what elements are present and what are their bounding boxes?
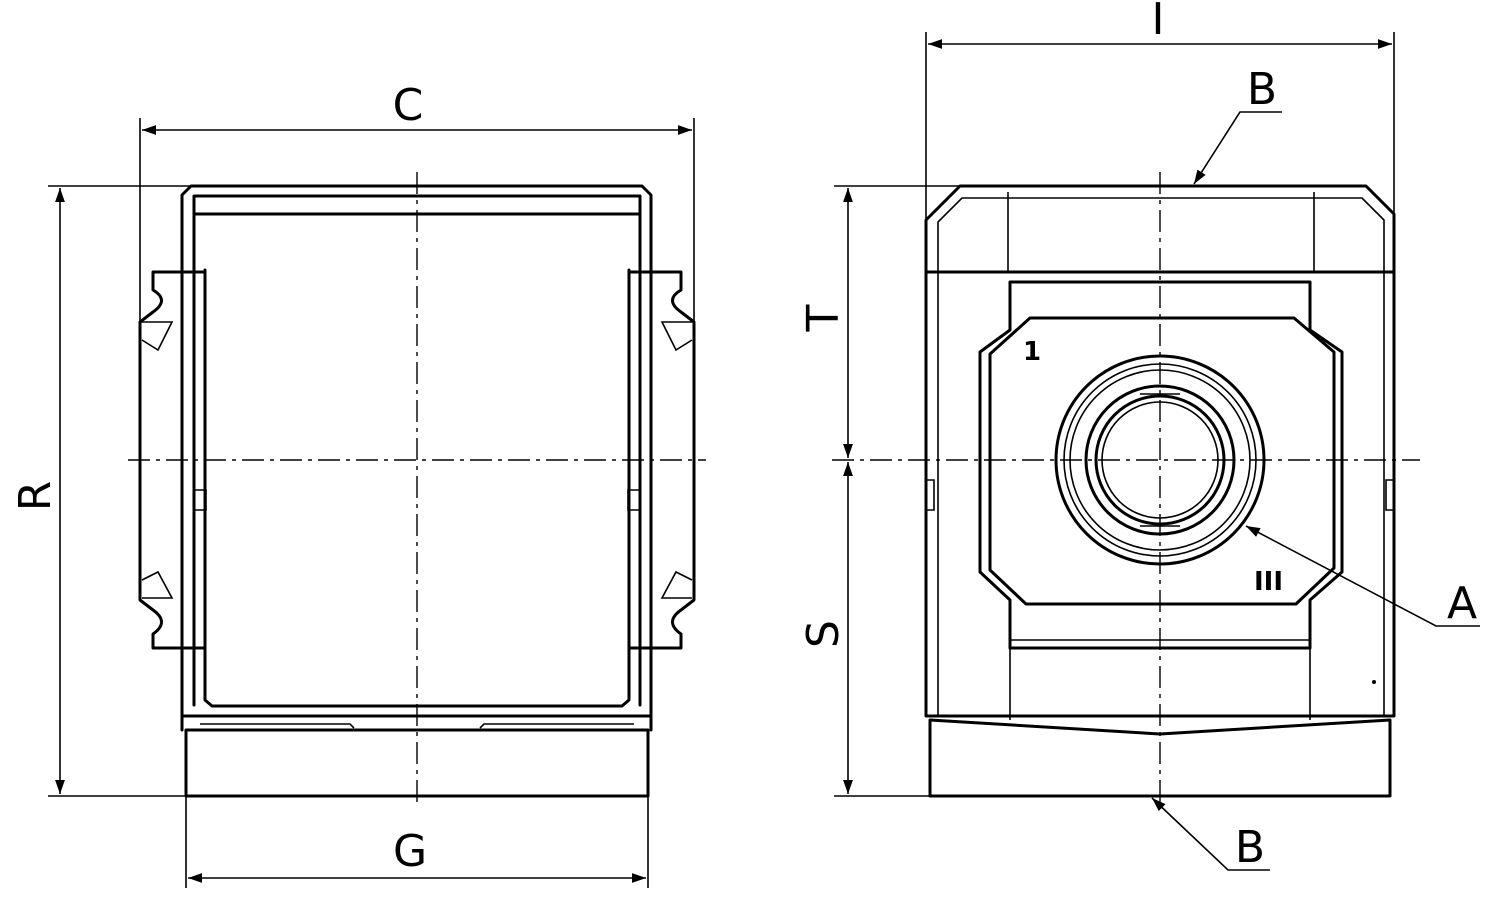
side-view-inner-frame — [203, 268, 631, 708]
dim-t-label: T — [798, 304, 849, 332]
front-view-body-inner-edge — [937, 197, 1385, 716]
dim-g-label: G — [393, 826, 427, 877]
dim-c-label: C — [393, 80, 424, 131]
leader-a — [1245, 525, 1480, 627]
leader-b-top — [1193, 111, 1282, 185]
front-view-dot — [1372, 680, 1376, 684]
front-view-right-notch — [1385, 479, 1394, 511]
front-view-left-notch — [926, 479, 935, 511]
side-view-right-slot — [627, 450, 641, 511]
side-view-bottom-band-right-groove — [479, 723, 634, 729]
leader-b-bottom — [1151, 797, 1270, 871]
left-bracket-upper-clip — [141, 321, 174, 352]
port-bore-inner — [1101, 401, 1219, 519]
front-view-bowl — [928, 718, 1392, 798]
left-mounting-bracket — [138, 270, 207, 650]
dim-s-label: S — [798, 620, 849, 648]
port-ring-4 — [1084, 384, 1236, 536]
left-bracket-lower-clip — [141, 570, 174, 599]
right-bracket-upper-clip — [660, 321, 693, 352]
dim-r-label: R — [10, 481, 61, 512]
port-inlet-mark: 1 — [1023, 337, 1041, 367]
side-view-left-slot — [193, 450, 207, 511]
port-ring-outer — [1054, 354, 1266, 566]
leader-a-label: A — [1447, 578, 1477, 629]
port-ring-3 — [1069, 369, 1251, 551]
dim-i-label: I — [1152, 0, 1165, 45]
port-bore — [1094, 394, 1226, 526]
front-view: 1 III I T S A B B — [798, 0, 1480, 873]
leader-b-top-label: B — [1247, 64, 1277, 115]
front-view-port-frame — [988, 316, 1336, 606]
side-view-body-outline — [180, 184, 653, 732]
port-ring-2 — [1063, 363, 1257, 557]
right-mounting-bracket — [627, 270, 696, 650]
port-outlet-mark: III — [1254, 567, 1283, 597]
right-bracket-lower-clip — [660, 570, 693, 599]
side-view: C G R — [10, 80, 706, 888]
side-view-bottom-band-left-groove — [200, 723, 355, 729]
leader-b-bottom-label: B — [1235, 822, 1265, 873]
